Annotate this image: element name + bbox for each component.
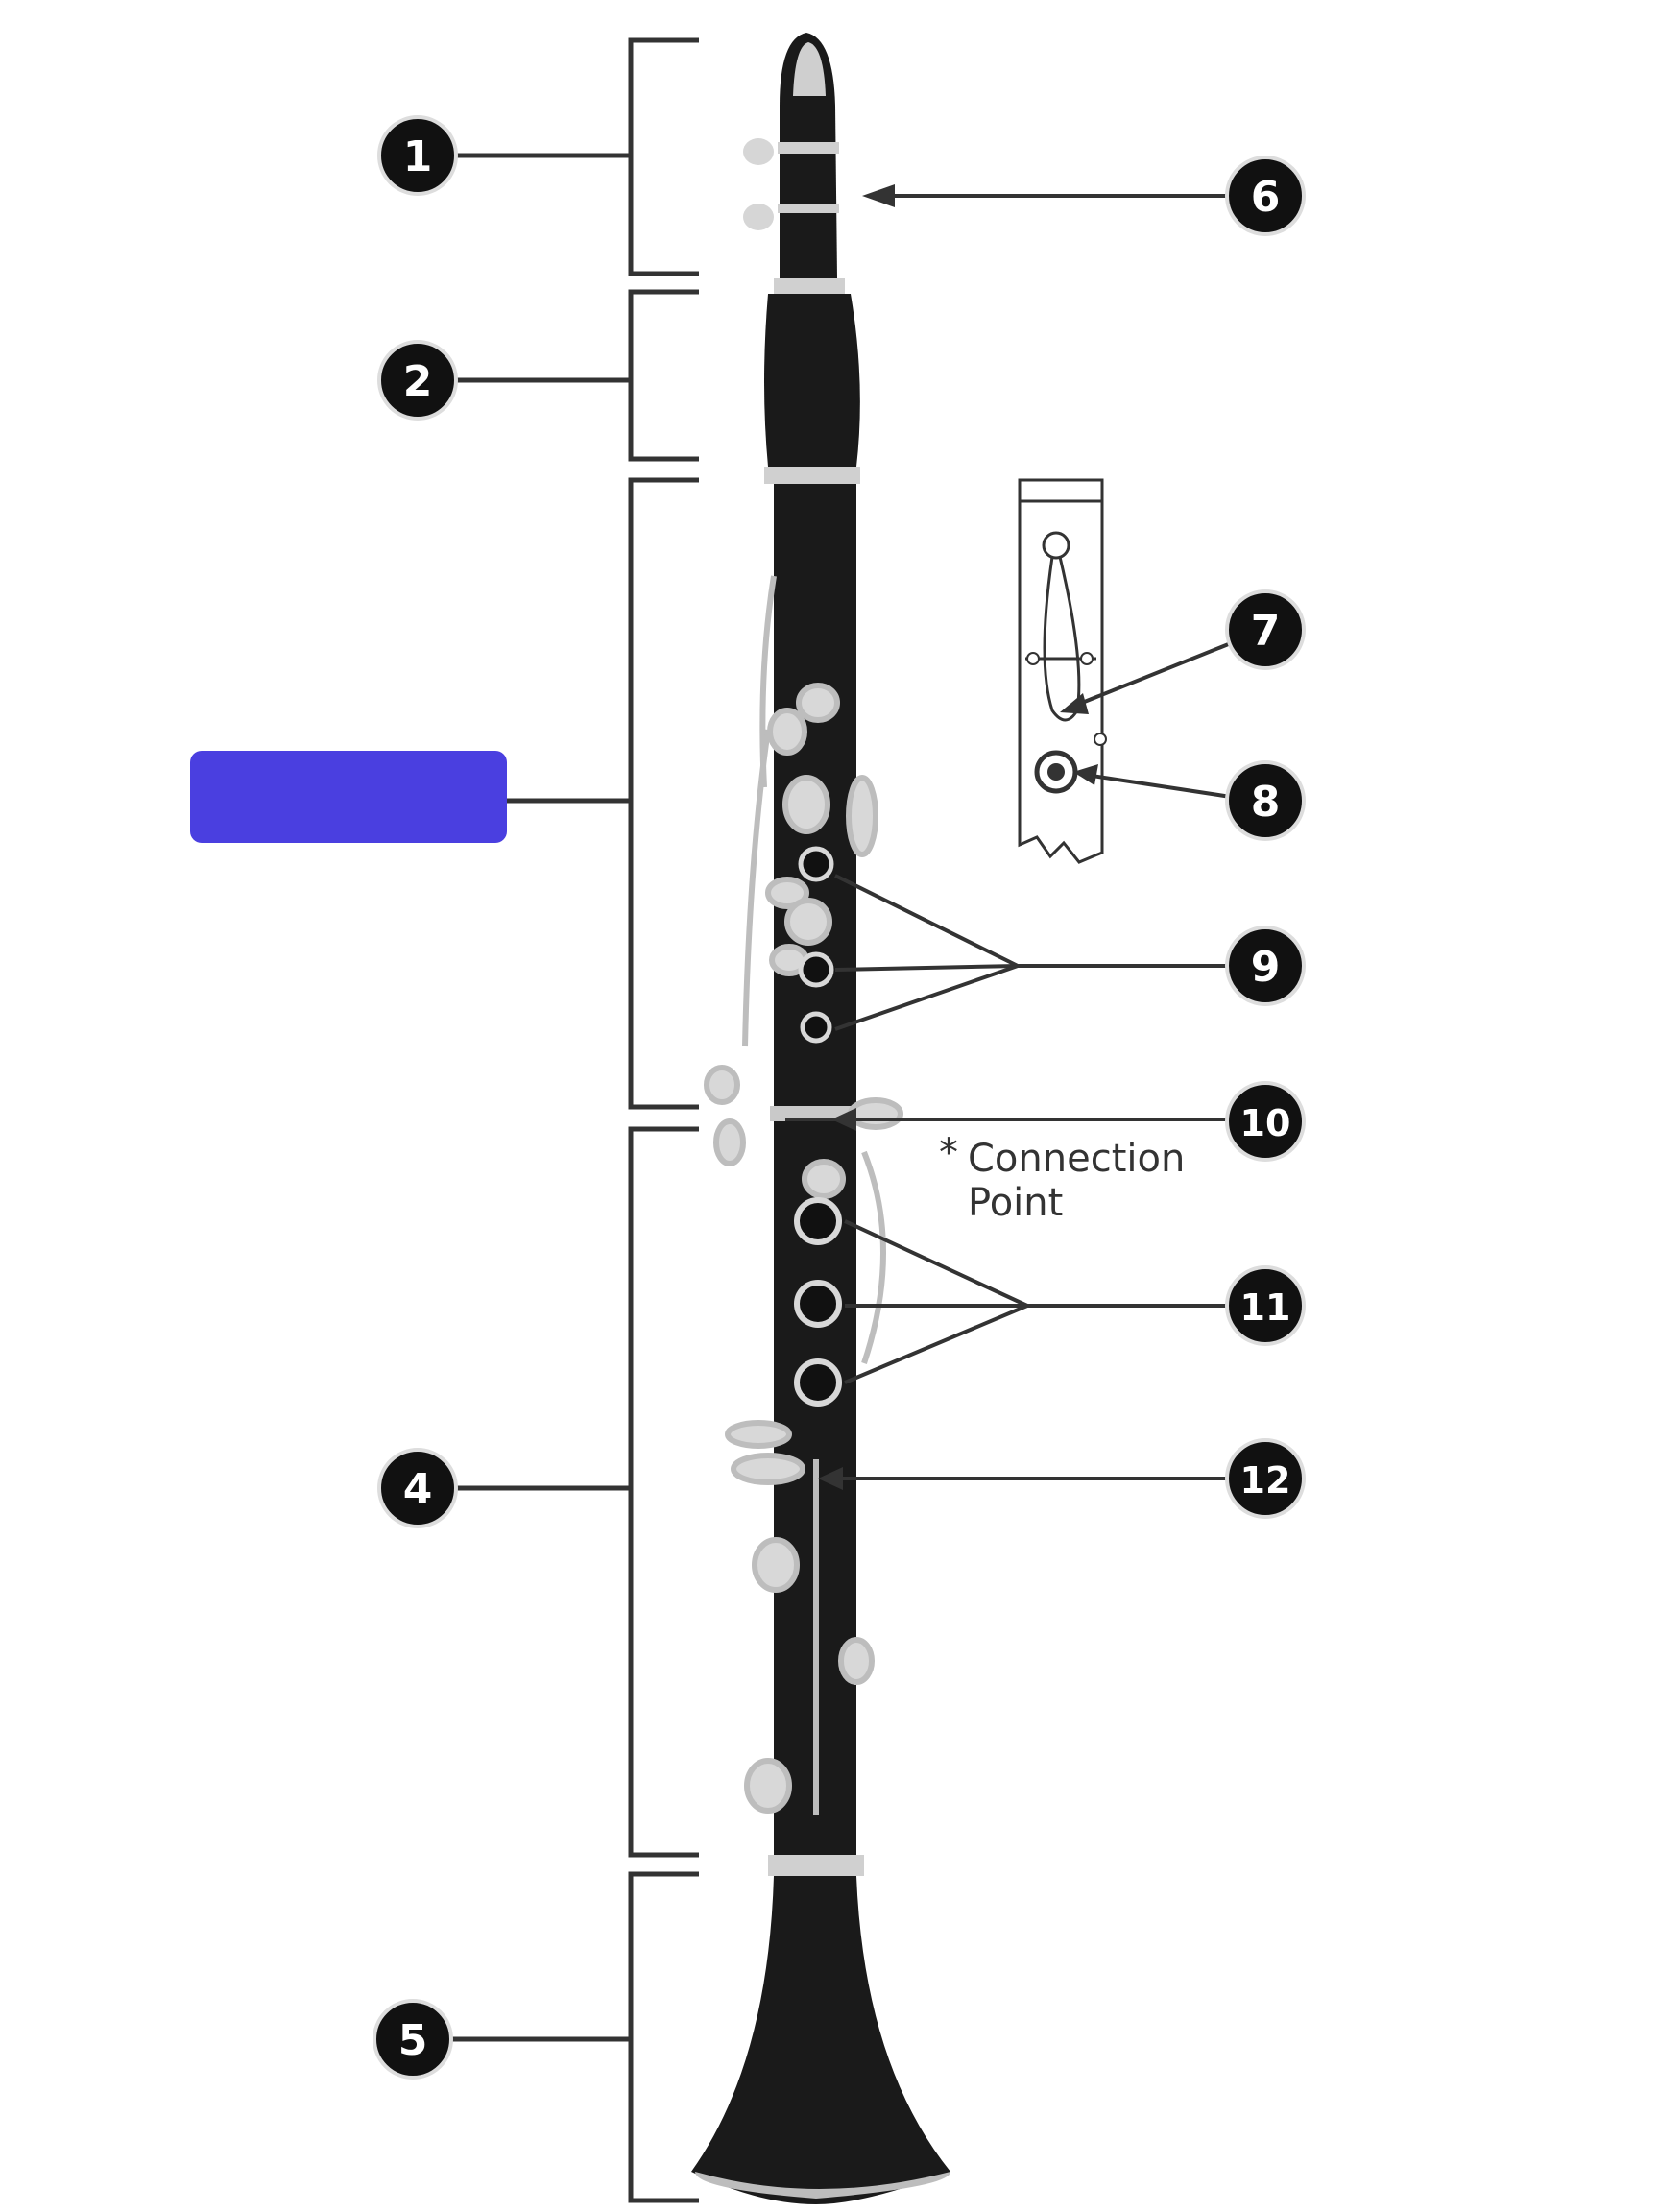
callout-2: 2 <box>377 340 458 421</box>
callout-12: 12 <box>1225 1438 1306 1519</box>
callout-1: 1 <box>377 115 458 196</box>
ligature <box>778 142 839 154</box>
lower-keywork <box>713 1118 886 1815</box>
svg-text:9: 9 <box>1251 943 1281 992</box>
svg-text:12: 12 <box>1240 1459 1291 1502</box>
svg-text:7: 7 <box>1251 607 1281 656</box>
tone-holes-lower <box>794 1197 842 1407</box>
svg-text:10: 10 <box>1240 1102 1291 1144</box>
svg-text:5: 5 <box>398 2016 428 2065</box>
callout-4: 4 <box>377 1448 458 1528</box>
callout-9: 9 <box>1225 926 1306 1006</box>
bracket-bell <box>628 1871 699 2203</box>
barrel <box>764 294 860 467</box>
bracket-lower-joint <box>628 1126 699 1858</box>
ligature-screw-top <box>743 138 774 165</box>
bracket-upper-joint <box>628 477 699 1110</box>
svg-text:8: 8 <box>1251 778 1281 827</box>
note-line-1: Connection <box>968 1137 1185 1181</box>
pointer-9a <box>834 874 1019 968</box>
callout-5: 5 <box>373 1999 453 2080</box>
pointer-7 <box>1067 641 1232 710</box>
callout-8: 8 <box>1225 760 1306 841</box>
pointer-8 <box>1078 772 1232 799</box>
note-line-2: Point <box>968 1181 1063 1225</box>
bell <box>691 1876 950 2204</box>
callout-10: 10 <box>1225 1081 1306 1162</box>
tone-holes-upper <box>798 846 834 1044</box>
callout-3-highlight <box>190 751 507 843</box>
callout-11: 11 <box>1225 1265 1306 1346</box>
connection-point-note: * Connection Point <box>939 1131 1185 1225</box>
svg-text:6: 6 <box>1251 173 1281 222</box>
pointer-11c <box>844 1304 1028 1384</box>
note-asterisk: * <box>939 1131 958 1175</box>
bracket-barrel <box>628 289 699 462</box>
svg-text:11: 11 <box>1240 1286 1291 1329</box>
callout-6: 6 <box>1225 156 1306 236</box>
section-brackets <box>415 37 699 2203</box>
pointer-11a <box>844 1219 1028 1308</box>
bracket-barrel-upper <box>628 37 699 276</box>
svg-text:4: 4 <box>403 1465 433 1514</box>
arrowheads <box>818 184 1098 1490</box>
inset-detail <box>1018 478 1107 864</box>
svg-text:1: 1 <box>403 132 433 181</box>
svg-text:2: 2 <box>403 357 433 406</box>
ligature-screw-bottom <box>743 204 774 230</box>
upper-keywork <box>704 575 903 1130</box>
callout-7: 7 <box>1225 589 1306 670</box>
pointer-9c <box>834 964 1019 1031</box>
pointer-9b <box>834 964 1019 972</box>
pointer-lines <box>785 194 1232 1480</box>
reed-tip <box>793 42 826 96</box>
